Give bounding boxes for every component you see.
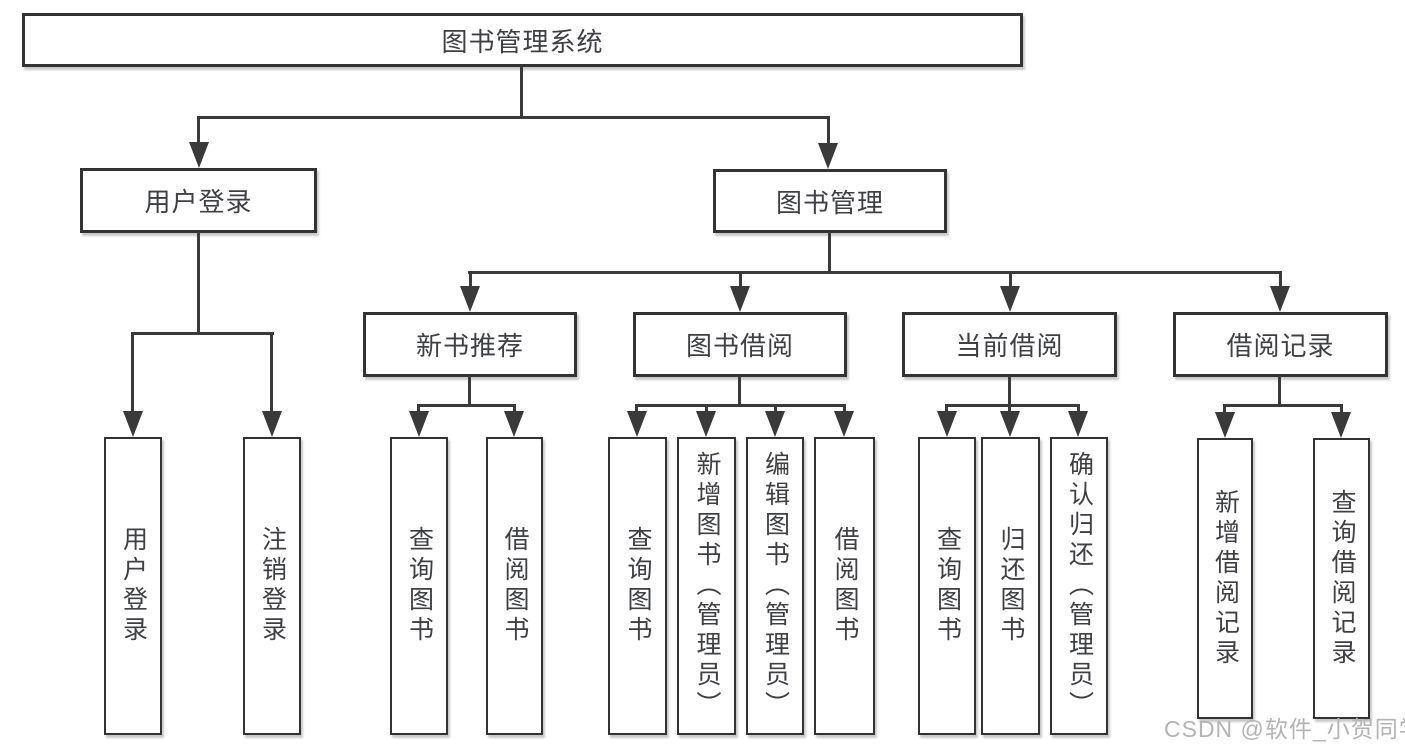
connector-to-user-login	[197, 116, 200, 145]
node-new-book-recommend: 新书推荐	[363, 312, 577, 377]
connector-bb-leaf1	[635, 404, 638, 413]
arrow-to-new-book	[460, 286, 480, 312]
node-borrow-records: 借阅记录	[1173, 312, 1388, 377]
leaf-add-books-admin: 新增图书（管理员）	[677, 437, 736, 735]
leaf-return-books: 归还图书	[981, 437, 1040, 735]
arrow-nb-leaf1	[409, 411, 429, 437]
connector-to-new-book	[469, 271, 472, 288]
leaf-logout: 注销登录	[243, 437, 301, 735]
node-book-management-module: 图书管理	[713, 169, 947, 233]
connector-bb-leaf3	[774, 404, 777, 413]
connector-current-borrow-rail	[945, 404, 1080, 407]
connector-new-book-stem	[468, 376, 471, 407]
leaf-add-borrow-record: 新增借阅记录	[1197, 438, 1253, 719]
arrow-to-current-borrow	[1000, 286, 1020, 312]
arrow-bb-leaf2	[696, 411, 716, 437]
connector-book-borrow-stem	[738, 376, 741, 407]
connector-to-book-mgmt	[827, 116, 830, 146]
arrow-cb-leaf3	[1068, 411, 1088, 437]
connector-to-leaf-logout	[270, 332, 273, 413]
connector-bb-leaf4	[843, 404, 846, 413]
arrow-to-book-mgmt	[818, 143, 838, 169]
connector-cb-leaf3	[1077, 404, 1080, 413]
arrow-br-leaf1	[1215, 412, 1235, 438]
arrow-to-user-login	[189, 142, 209, 168]
leaf-borrow-books-1: 借阅图书	[486, 437, 543, 735]
connector-to-borrow-records	[1279, 271, 1282, 288]
connector-level3-rail	[468, 271, 1282, 274]
connector-nb-leaf2	[513, 404, 516, 413]
connector-to-book-borrow	[739, 271, 742, 288]
node-book-borrow: 图书借阅	[633, 312, 847, 377]
arrow-to-book-borrow	[730, 286, 750, 312]
arrow-cb-leaf1	[937, 411, 957, 437]
leaf-borrow-books-2: 借阅图书	[814, 437, 875, 735]
connector-to-current-borrow	[1009, 271, 1012, 288]
connector-borrow-records-rail	[1223, 404, 1343, 407]
arrow-to-leaf-login	[123, 411, 143, 437]
connector-book-borrow-rail	[635, 404, 846, 407]
arrow-bb-leaf4	[834, 411, 854, 437]
connector-br-leaf1	[1223, 404, 1226, 414]
leaf-query-borrow-record: 查询借阅记录	[1313, 438, 1370, 719]
connector-cb-leaf1	[945, 404, 948, 413]
connector-current-borrow-stem	[1008, 376, 1011, 407]
leaf-query-books-3: 查询图书	[918, 437, 976, 735]
leaf-query-books-1: 查询图书	[390, 437, 448, 735]
connector-root-stem	[520, 66, 523, 118]
connector-br-leaf2	[1340, 404, 1343, 414]
arrow-to-borrow-records	[1270, 286, 1290, 312]
connector-new-book-rail	[417, 404, 516, 407]
arrow-nb-leaf2	[504, 411, 524, 437]
connector-user-login-rail	[131, 332, 274, 335]
connector-cb-leaf2	[1008, 404, 1011, 413]
arrow-cb-leaf2	[1000, 411, 1020, 437]
arrow-br-leaf2	[1331, 412, 1351, 438]
leaf-confirm-return-admin: 确认归还（管理员）	[1050, 437, 1108, 735]
connector-book-mgmt-stem	[828, 232, 831, 274]
connector-level2-rail	[198, 116, 830, 119]
arrow-to-leaf-logout	[262, 411, 282, 437]
node-user-login-module: 用户登录	[80, 168, 317, 233]
connector-bb-leaf2	[705, 404, 708, 413]
connector-to-leaf-login	[131, 332, 134, 413]
leaf-query-books-2: 查询图书	[608, 437, 667, 735]
leaf-edit-books-admin: 编辑图书（管理员）	[746, 437, 804, 735]
connector-borrow-records-stem	[1278, 376, 1281, 407]
connector-user-login-stem	[197, 232, 200, 335]
connector-nb-leaf1	[417, 404, 420, 413]
arrow-bb-leaf1	[627, 411, 647, 437]
node-current-borrow: 当前借阅	[902, 312, 1117, 377]
node-root-system: 图书管理系统	[22, 13, 1023, 67]
leaf-user-login: 用户登录	[104, 437, 162, 735]
arrow-bb-leaf3	[765, 411, 785, 437]
csdn-watermark: CSDN @软件_小贺同学	[1164, 716, 1405, 742]
